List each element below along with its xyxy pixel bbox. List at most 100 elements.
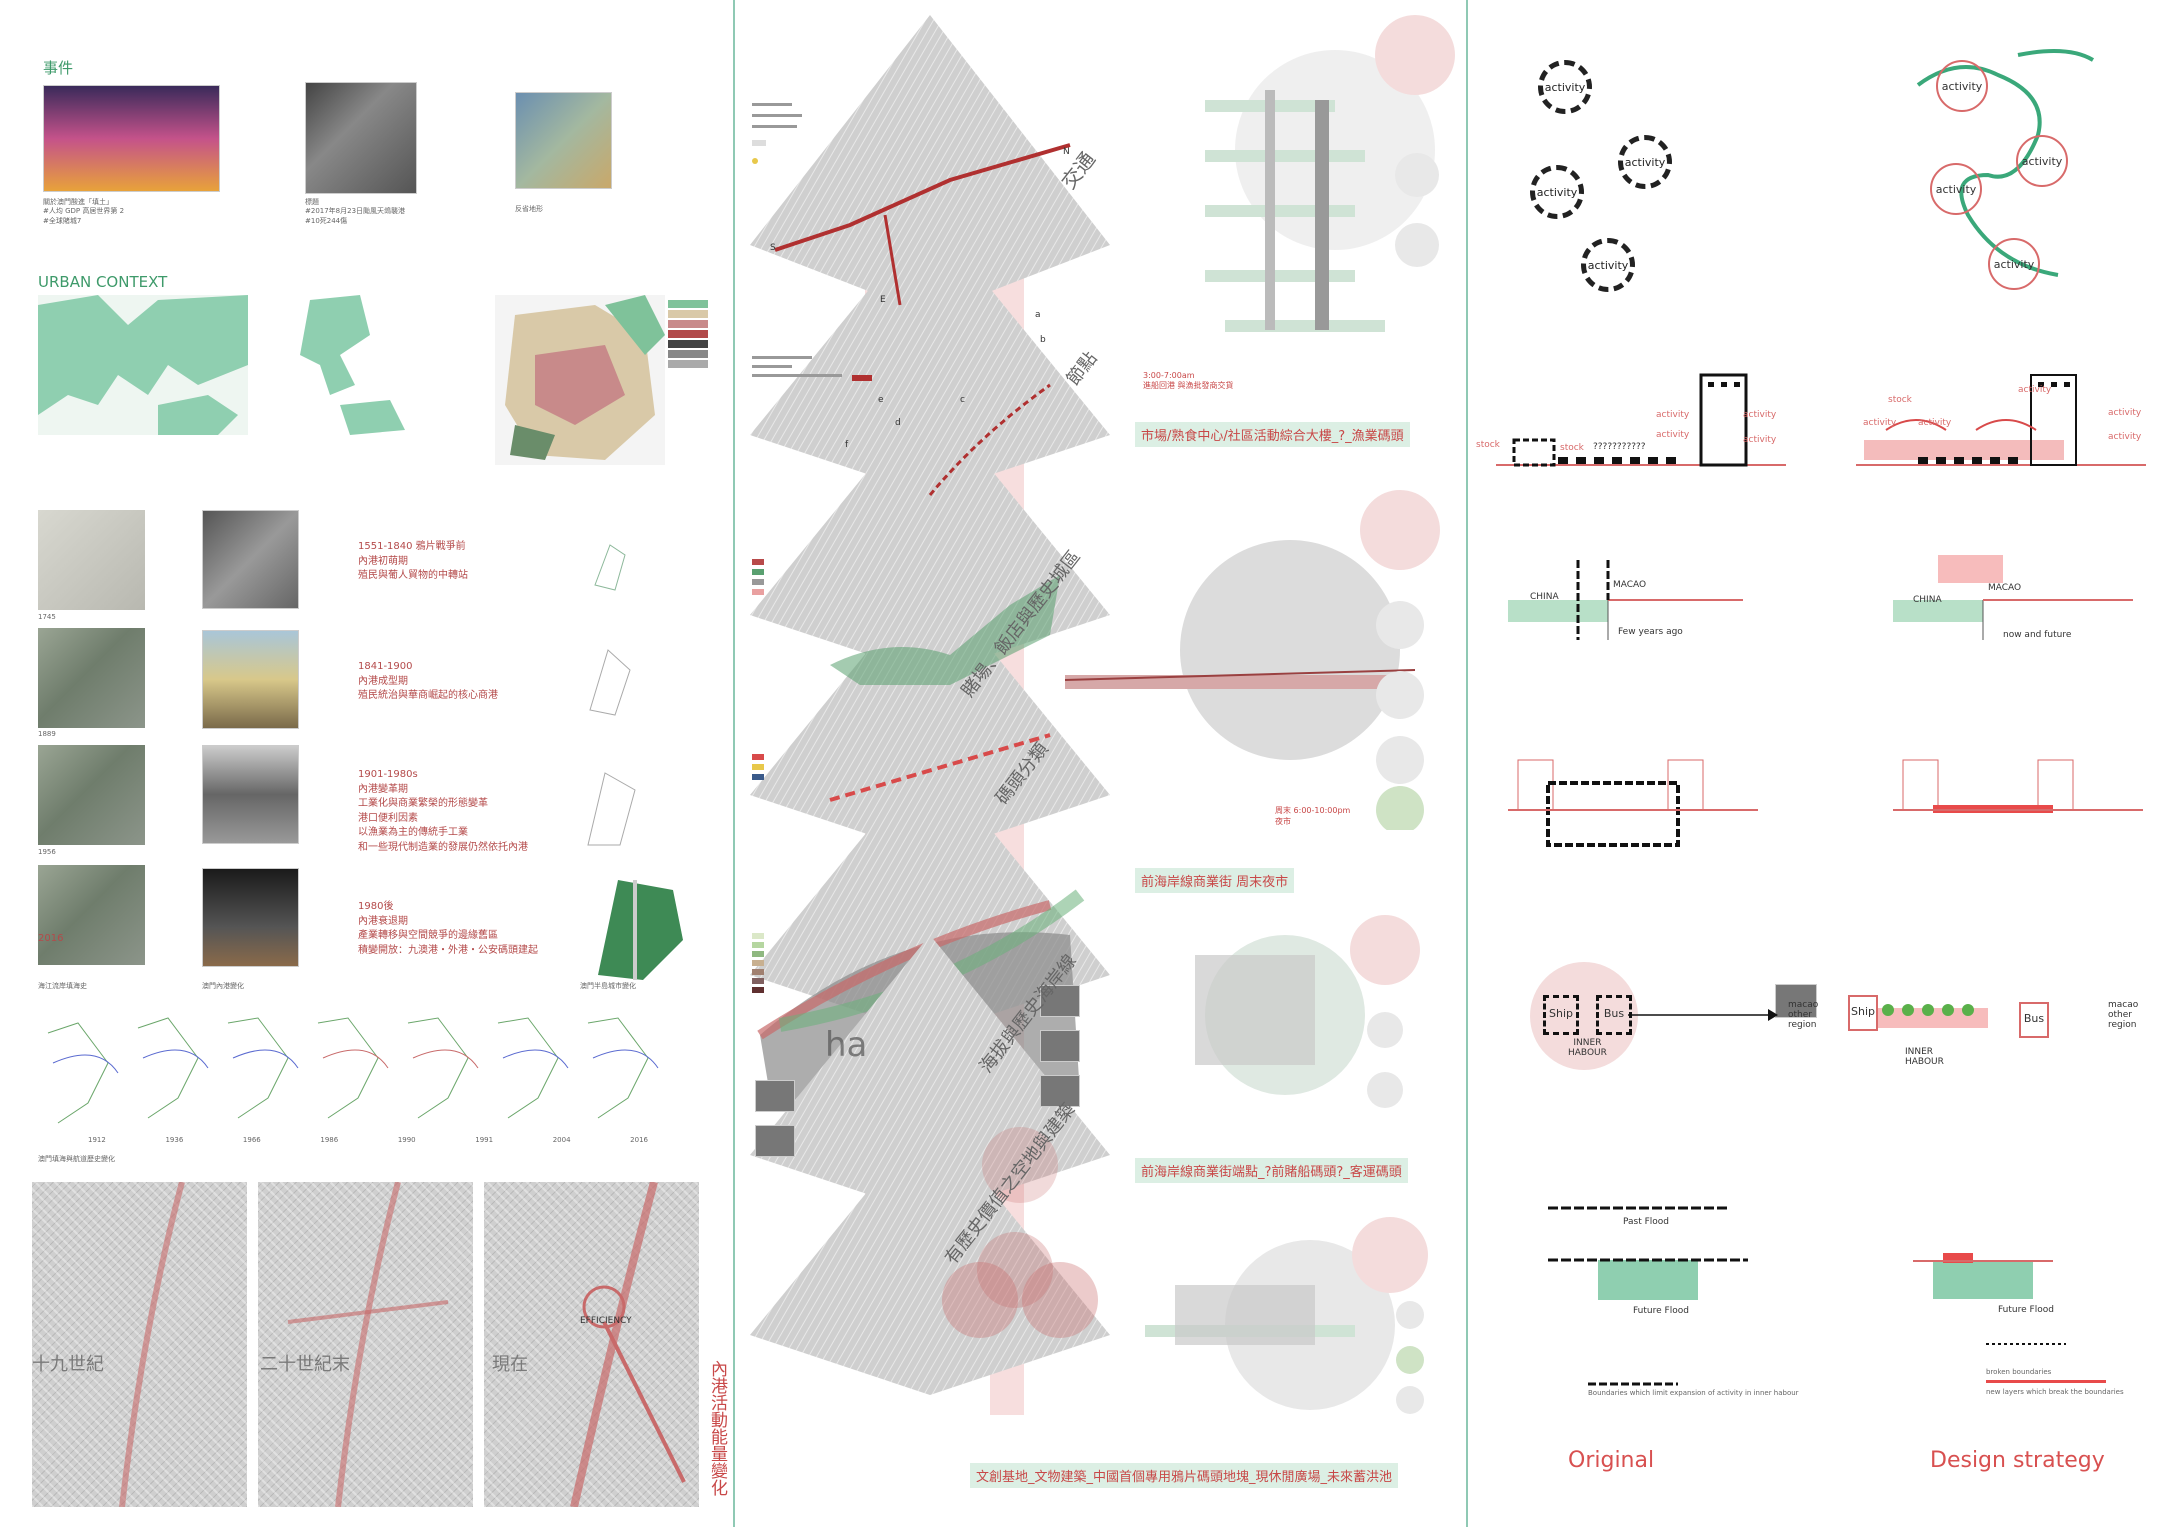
future-flood-label-design: Future Flood (1998, 1305, 2054, 1315)
legend-newlayer-text: new layers which break the boundaries (1986, 1388, 2124, 1396)
past-flood-diagram (1548, 1206, 1728, 1210)
outline-map-2 (589, 649, 631, 716)
history-text-3: 1901-1980s 內港變革期 工業化與商業繁榮的形態變革 港口便利因素 以漁… (358, 769, 528, 853)
layer-legend-1 (752, 95, 832, 170)
layer-legend-3 (752, 555, 802, 599)
divider-right (1466, 0, 1468, 1527)
network-year-8: 2016 (630, 1136, 648, 1144)
history-text-1: 1551-1840 鴉片戰爭前 內港初萌期 殖民與葡人貿物的中轉站 (358, 541, 468, 581)
event-caption-1: 關於澳門酸進「填土」 #人均 GDP 高居世界第 2 #全球賭城7 (43, 198, 125, 225)
bus-box-design: Bus (2019, 1002, 2049, 1038)
activity-ring-design-3: activity (1930, 163, 1982, 215)
layer-legend-2 (752, 350, 892, 381)
network-year-6: 1991 (475, 1136, 494, 1144)
design-strategy-title: Design strategy (1930, 1448, 2105, 1473)
inner-harbour-original: INNER HABOUR (1568, 1038, 1607, 1058)
boundary-box-original (1508, 759, 1758, 847)
macao-label-design: MACAO (1988, 583, 2022, 593)
activity-network-design (1916, 49, 2095, 277)
point-f: f (845, 440, 849, 450)
history-map-4 (38, 865, 145, 965)
china-macao-design (1893, 555, 2133, 640)
network-year-1: 1912 (88, 1136, 106, 1144)
era-map-2 (258, 1182, 473, 1507)
activity-label-2: activity (1743, 410, 1777, 420)
section-diagram-2 (1064, 490, 1440, 830)
future-flood-label-original: Future Flood (1633, 1306, 1689, 1316)
activity-label-4: activity (1743, 435, 1777, 445)
activity-ring-1: activity (1538, 60, 1592, 114)
network-year-2: 1936 (165, 1136, 184, 1144)
design-activity-3: activity (2018, 385, 2052, 395)
event-caption-2: 標題 #2017年8月23日颱風天鴿襲港 #10死244傷 (305, 198, 406, 225)
section-diagram-1 (1205, 15, 1455, 332)
harbour-circle (1530, 962, 1638, 1070)
era-label-1: 十九世紀 (32, 1354, 104, 1375)
legend-broken-text: broken boundaries (1986, 1368, 2052, 1376)
ship-box-design: Ship (1848, 995, 1878, 1031)
original-title: Original (1568, 1448, 1655, 1473)
activity-ring-design-4: activity (1988, 238, 2040, 290)
point-n: N (1063, 147, 1070, 157)
history-photo-2 (202, 630, 299, 729)
history-text-2: 1841-1900 內港成型期 殖民統治與華商崛起的核心商港 (358, 661, 498, 701)
legend-broken-swatch (1986, 1343, 2066, 1345)
ha-text: ha (825, 1025, 868, 1065)
point-e2: e (878, 395, 884, 405)
activity-ring-design-2: activity (2016, 135, 2068, 187)
past-flood-label: Past Flood (1623, 1217, 1670, 1227)
design-activity-5: activity (2108, 432, 2142, 442)
landuse-legend (668, 298, 708, 463)
macao-other-design: macao other region (2108, 1000, 2139, 1030)
legend-boundaries-swatch (1588, 1382, 1678, 1386)
building-section-original (1496, 373, 1786, 467)
heritage-photo-c (1040, 1075, 1080, 1107)
panel-strategy: activity activity activity activity acti… (1468, 0, 2160, 1527)
heritage-photo-1 (1775, 984, 1817, 1018)
era-label-2: 二十世紀末 (260, 1354, 350, 1375)
section-time-1: 3:00-7:00am 進船回港 與漁批發商交貨 (1143, 371, 1234, 390)
map-caption-1: 海江流岸填海史 (38, 982, 87, 990)
event-title: 事件 (43, 59, 74, 77)
regional-map (38, 295, 248, 435)
macao-other-original: macao other region (1788, 1000, 1819, 1030)
section-diagram-4 (1145, 1217, 1428, 1414)
history-year-3: 1956 (38, 848, 56, 856)
panel-analysis: ha 交通 節點 賭場、飯店與歷史城區 碼頭分類 海拔與歷史海岸線 有歷史價值之… (735, 0, 1817, 1527)
history-photo-3 (202, 745, 299, 844)
urban-context-title: URBAN CONTEXT (38, 273, 168, 291)
history-photo-1 (202, 510, 299, 609)
point-c: c (960, 395, 965, 405)
event-photo-reclamation (515, 92, 612, 189)
era-map-3 (484, 1182, 699, 1507)
china-label-design: CHINA (1913, 595, 1942, 605)
era-shoreline-1 (119, 1182, 185, 1507)
event-photo-typhoon (305, 82, 417, 194)
history-map-3 (38, 745, 145, 845)
vertical-title: 內港活動能量變化 (707, 1360, 727, 1496)
history-photo-4 (202, 868, 299, 967)
network-year-7: 2004 (552, 1136, 571, 1144)
stock-label-2: stock (1560, 443, 1584, 453)
outline-map-3 (587, 772, 636, 846)
divider-left (733, 0, 735, 1527)
design-activity-2: activity (1918, 418, 1952, 428)
heritage-photo-b (1040, 1030, 1080, 1062)
point-s: S (770, 243, 776, 253)
design-activity-4: activity (2108, 408, 2142, 418)
outline-map-1 (594, 544, 626, 591)
china-macao-original (1508, 560, 1743, 640)
history-map-2 (38, 628, 145, 728)
building-section-design (1856, 374, 2146, 466)
era-shoreline-2 (287, 1182, 449, 1507)
network-years: 1912 1936 1966 1986 1990 1991 2004 2016 (88, 1136, 648, 1145)
boundary-box-design (1893, 759, 2143, 813)
tree-row (1878, 1004, 1988, 1028)
era-label-3: 現在 (492, 1354, 528, 1375)
era-map-1 (32, 1182, 247, 1507)
activity-ring-3: activity (1530, 165, 1584, 219)
activity-label-1: activity (1656, 410, 1690, 420)
network-caption: 澳門填海與航道歷史變化 (38, 1155, 115, 1163)
section-label-2: 前海岸線商業街 周末夜市 (1135, 868, 1295, 893)
legend-boundaries-text: Boundaries which limit expansion of acti… (1588, 1389, 1799, 1397)
